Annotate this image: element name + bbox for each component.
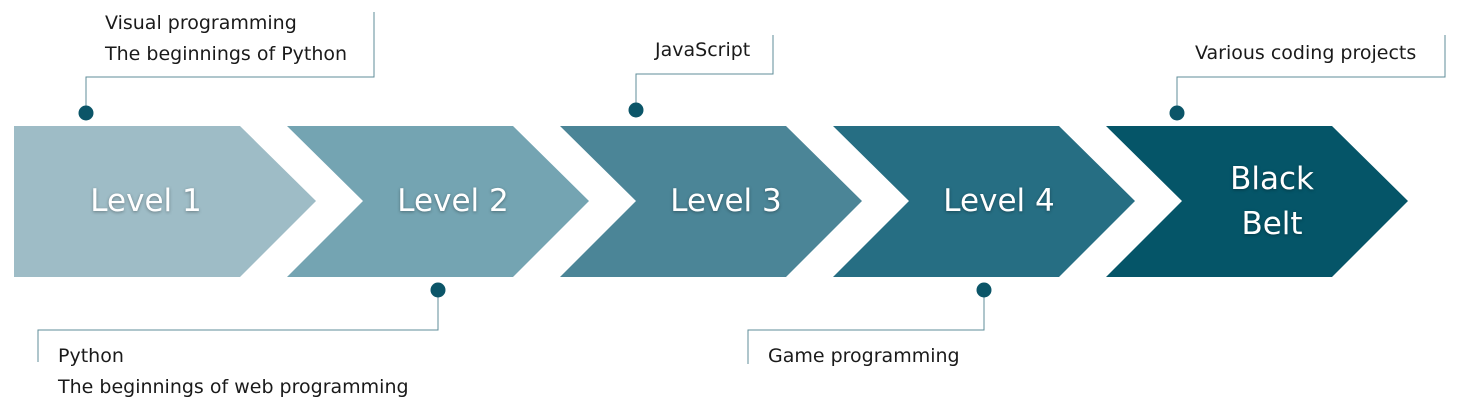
note-black-belt: Various coding projects — [1195, 38, 1416, 69]
arrow-black-belt — [1106, 126, 1408, 277]
note-level-2-line-2: The beginnings of web programming — [58, 376, 409, 398]
callout-line-level-4 — [747, 290, 985, 364]
note-level-3: JavaScript — [655, 35, 750, 66]
callout-line-level-2 — [37, 290, 439, 362]
level-1-label: Level 1 — [90, 183, 202, 219]
black-belt-label: Black Belt — [1230, 160, 1314, 242]
arrow-level-3 — [560, 126, 862, 277]
note-black-belt-line-1: Various coding projects — [1195, 42, 1417, 64]
level-3-label: Level 3 — [670, 183, 782, 219]
callout-dot-level-3 — [628, 102, 644, 118]
note-level-2: Python The beginnings of web programming — [58, 341, 409, 403]
note-level-3-line-1: JavaScript — [655, 39, 751, 61]
note-level-4: Game programming — [768, 341, 960, 372]
callout-line-black-belt — [1176, 35, 1446, 113]
callout-dot-level-2 — [430, 282, 446, 298]
arrow-level-2 — [287, 126, 589, 277]
level-4-label: Level 4 — [943, 183, 1055, 219]
callout-dot-level-1 — [78, 105, 94, 121]
arrow-level-4 — [833, 126, 1135, 277]
note-level-4-line-1: Game programming — [768, 345, 960, 367]
callout-dot-level-4 — [976, 282, 992, 298]
note-level-2-line-1: Python — [58, 345, 124, 367]
callout-line-level-1 — [85, 12, 375, 113]
callout-line-level-3 — [635, 35, 774, 110]
note-level-1-line-2: The beginnings of Python — [105, 43, 348, 65]
note-level-1-line-1: Visual programming — [105, 12, 297, 34]
arrow-level-1 — [14, 126, 316, 277]
note-level-1: Visual programming The beginnings of Pyt… — [105, 8, 347, 70]
level-2-label: Level 2 — [397, 183, 509, 219]
callout-dot-black-belt — [1169, 105, 1185, 121]
